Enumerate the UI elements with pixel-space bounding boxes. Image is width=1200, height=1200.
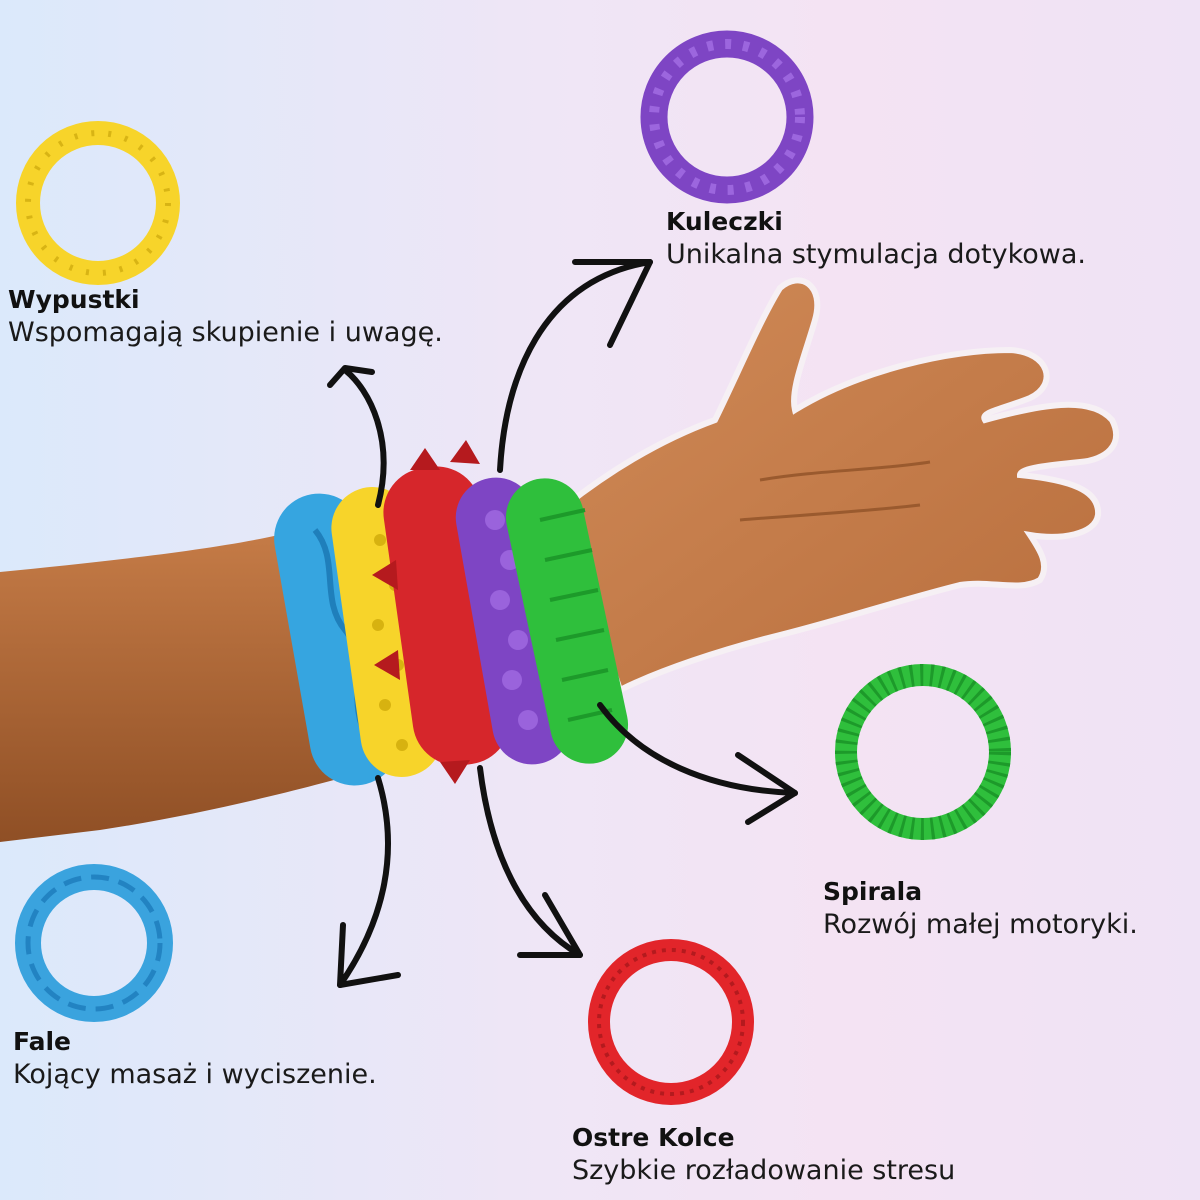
arrowhead-spirala	[735, 752, 798, 825]
green-bracelet	[505, 478, 629, 764]
ostre-kolce-label: Ostre Kolce Szybkie rozładowanie stresu	[572, 1122, 955, 1188]
palm-crease	[759, 460, 931, 482]
wypustki-label: Wypustki Wspomagają skupienie i uwagę.	[8, 284, 443, 350]
spirala-label: Spirala Rozwój małej motoryki.	[823, 876, 1138, 942]
arrowhead-kuleczki	[572, 259, 653, 348]
hand	[556, 277, 1120, 695]
arrows	[327, 259, 798, 988]
ostre-kolce-description: Szybkie rozładowanie stresu	[572, 1155, 956, 1186]
bracelets-on-wrist	[274, 440, 629, 786]
forearm	[0, 520, 370, 842]
spirala-name: Spirala	[823, 877, 923, 906]
palm-crease-2	[739, 503, 921, 522]
spirala-description: Rozwój małej motoryki.	[823, 909, 1138, 940]
arm-and-hand	[0, 277, 1120, 842]
arrow-to-kuleczki	[497, 259, 653, 473]
arrow-to-wypustki	[342, 367, 387, 508]
wypustki-name: Wypustki	[8, 285, 140, 314]
arrowhead-ostre-kolce	[517, 892, 583, 958]
ostre-kolce-name: Ostre Kolce	[572, 1123, 735, 1152]
arrow-to-ostre-kolce	[477, 765, 583, 958]
arrowhead-fale	[337, 922, 401, 988]
fale-ring	[15, 864, 173, 1022]
kuleczki-ring	[640, 30, 814, 204]
fale-label: Fale Kojący masaż i wyciszenie.	[13, 1026, 377, 1092]
wypustki-description: Wspomagają skupienie i uwagę.	[8, 317, 443, 348]
fale-description: Kojący masaż i wyciszenie.	[13, 1059, 377, 1090]
kuleczki-label: Kuleczki Unikalna stymulacja dotykowa.	[666, 206, 1086, 272]
spirala-ring	[835, 664, 1011, 840]
kuleczki-name: Kuleczki	[666, 207, 783, 236]
arrow-to-spirala	[597, 702, 798, 796]
kuleczki-description: Unikalna stymulacja dotykowa.	[666, 239, 1087, 270]
arrowhead-wypustki	[327, 365, 375, 388]
arrow-to-fale	[337, 775, 391, 988]
ostre-kolce-ring	[588, 939, 754, 1105]
fale-name: Fale	[13, 1027, 72, 1056]
wypustki-ring	[16, 121, 180, 285]
